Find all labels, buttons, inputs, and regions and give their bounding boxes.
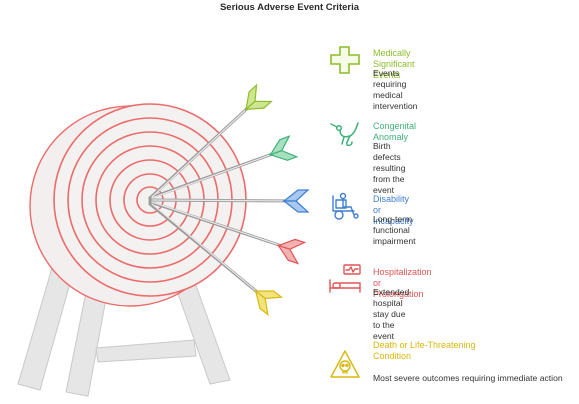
target-stand <box>17 267 231 397</box>
stork-icon <box>330 122 359 147</box>
arrow-shafts-inner <box>151 103 297 297</box>
arrow-fletching-5 <box>253 289 283 316</box>
criterion-description: Events requiring medical intervention <box>373 68 418 111</box>
stand-leg-left <box>17 267 73 391</box>
criterion-label: Disability or Incapacity <box>373 194 414 226</box>
arrow-fletching-1 <box>244 83 273 111</box>
criterion-label: Congenital Anomaly <box>373 121 417 142</box>
hospital-bed-icon <box>329 264 361 293</box>
arrow-fletching-4 <box>276 238 307 265</box>
criterion-description: Most severe outcomes requiring immediate… <box>373 373 563 383</box>
cross-icon <box>330 46 360 74</box>
criterion-description: Extended hospital stay due to the event <box>373 287 410 341</box>
arrow-fletching-2 <box>268 135 299 161</box>
wheelchair-icon <box>332 192 359 220</box>
diagram-title: Serious Adverse Event Criteria <box>219 2 360 13</box>
stand-crossbar <box>95 339 197 363</box>
criterion-description: Birth defects resulting from the event <box>373 141 406 195</box>
stand-leg-right <box>175 279 231 385</box>
arrow-fletching-3 <box>282 189 310 213</box>
criterion-label: Medically Significant Events <box>373 48 415 80</box>
criterion-label: Hospitalization or Prolongation <box>373 267 432 299</box>
criterion-description: Long-term functional impairment <box>373 214 416 246</box>
criterion-label: Death or Life-Threatening Condition <box>373 340 476 361</box>
skull-icon <box>330 350 360 378</box>
